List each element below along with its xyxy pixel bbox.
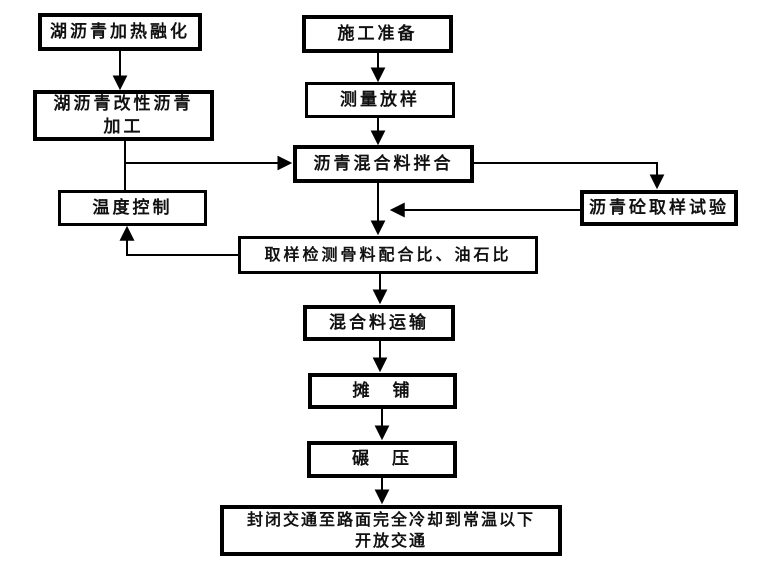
flow-node-paving: 摊 铺 xyxy=(308,373,457,409)
flow-node-aggregate-ratio-test: 取样检测骨料配合比、油石比 xyxy=(238,236,538,274)
flow-node-survey-layout: 测量放样 xyxy=(305,82,455,118)
flow-node-mixture-transport: 混合料运输 xyxy=(303,305,455,341)
flow-node-asphalt-mixing: 沥青混合料拌合 xyxy=(293,145,474,183)
flow-node-rolling: 碾 压 xyxy=(307,441,457,478)
flow-node-construction-preparation: 施工准备 xyxy=(302,15,453,53)
flow-node-lake-asphalt-heating: 湖沥青加热融化 xyxy=(38,13,202,51)
flow-node-close-traffic-until-cooled: 封闭交通至路面完全冷却到常温以下 开放交通 xyxy=(220,505,562,556)
flow-node-modified-asphalt-processing: 湖沥青改性沥青 加工 xyxy=(33,90,214,141)
flow-node-sampling-test: 沥青砼取样试验 xyxy=(580,190,738,226)
flow-node-temperature-control: 温度控制 xyxy=(58,190,207,226)
edge-ratio-to-temp xyxy=(119,225,238,256)
edge-mix-to-sample xyxy=(473,162,665,190)
